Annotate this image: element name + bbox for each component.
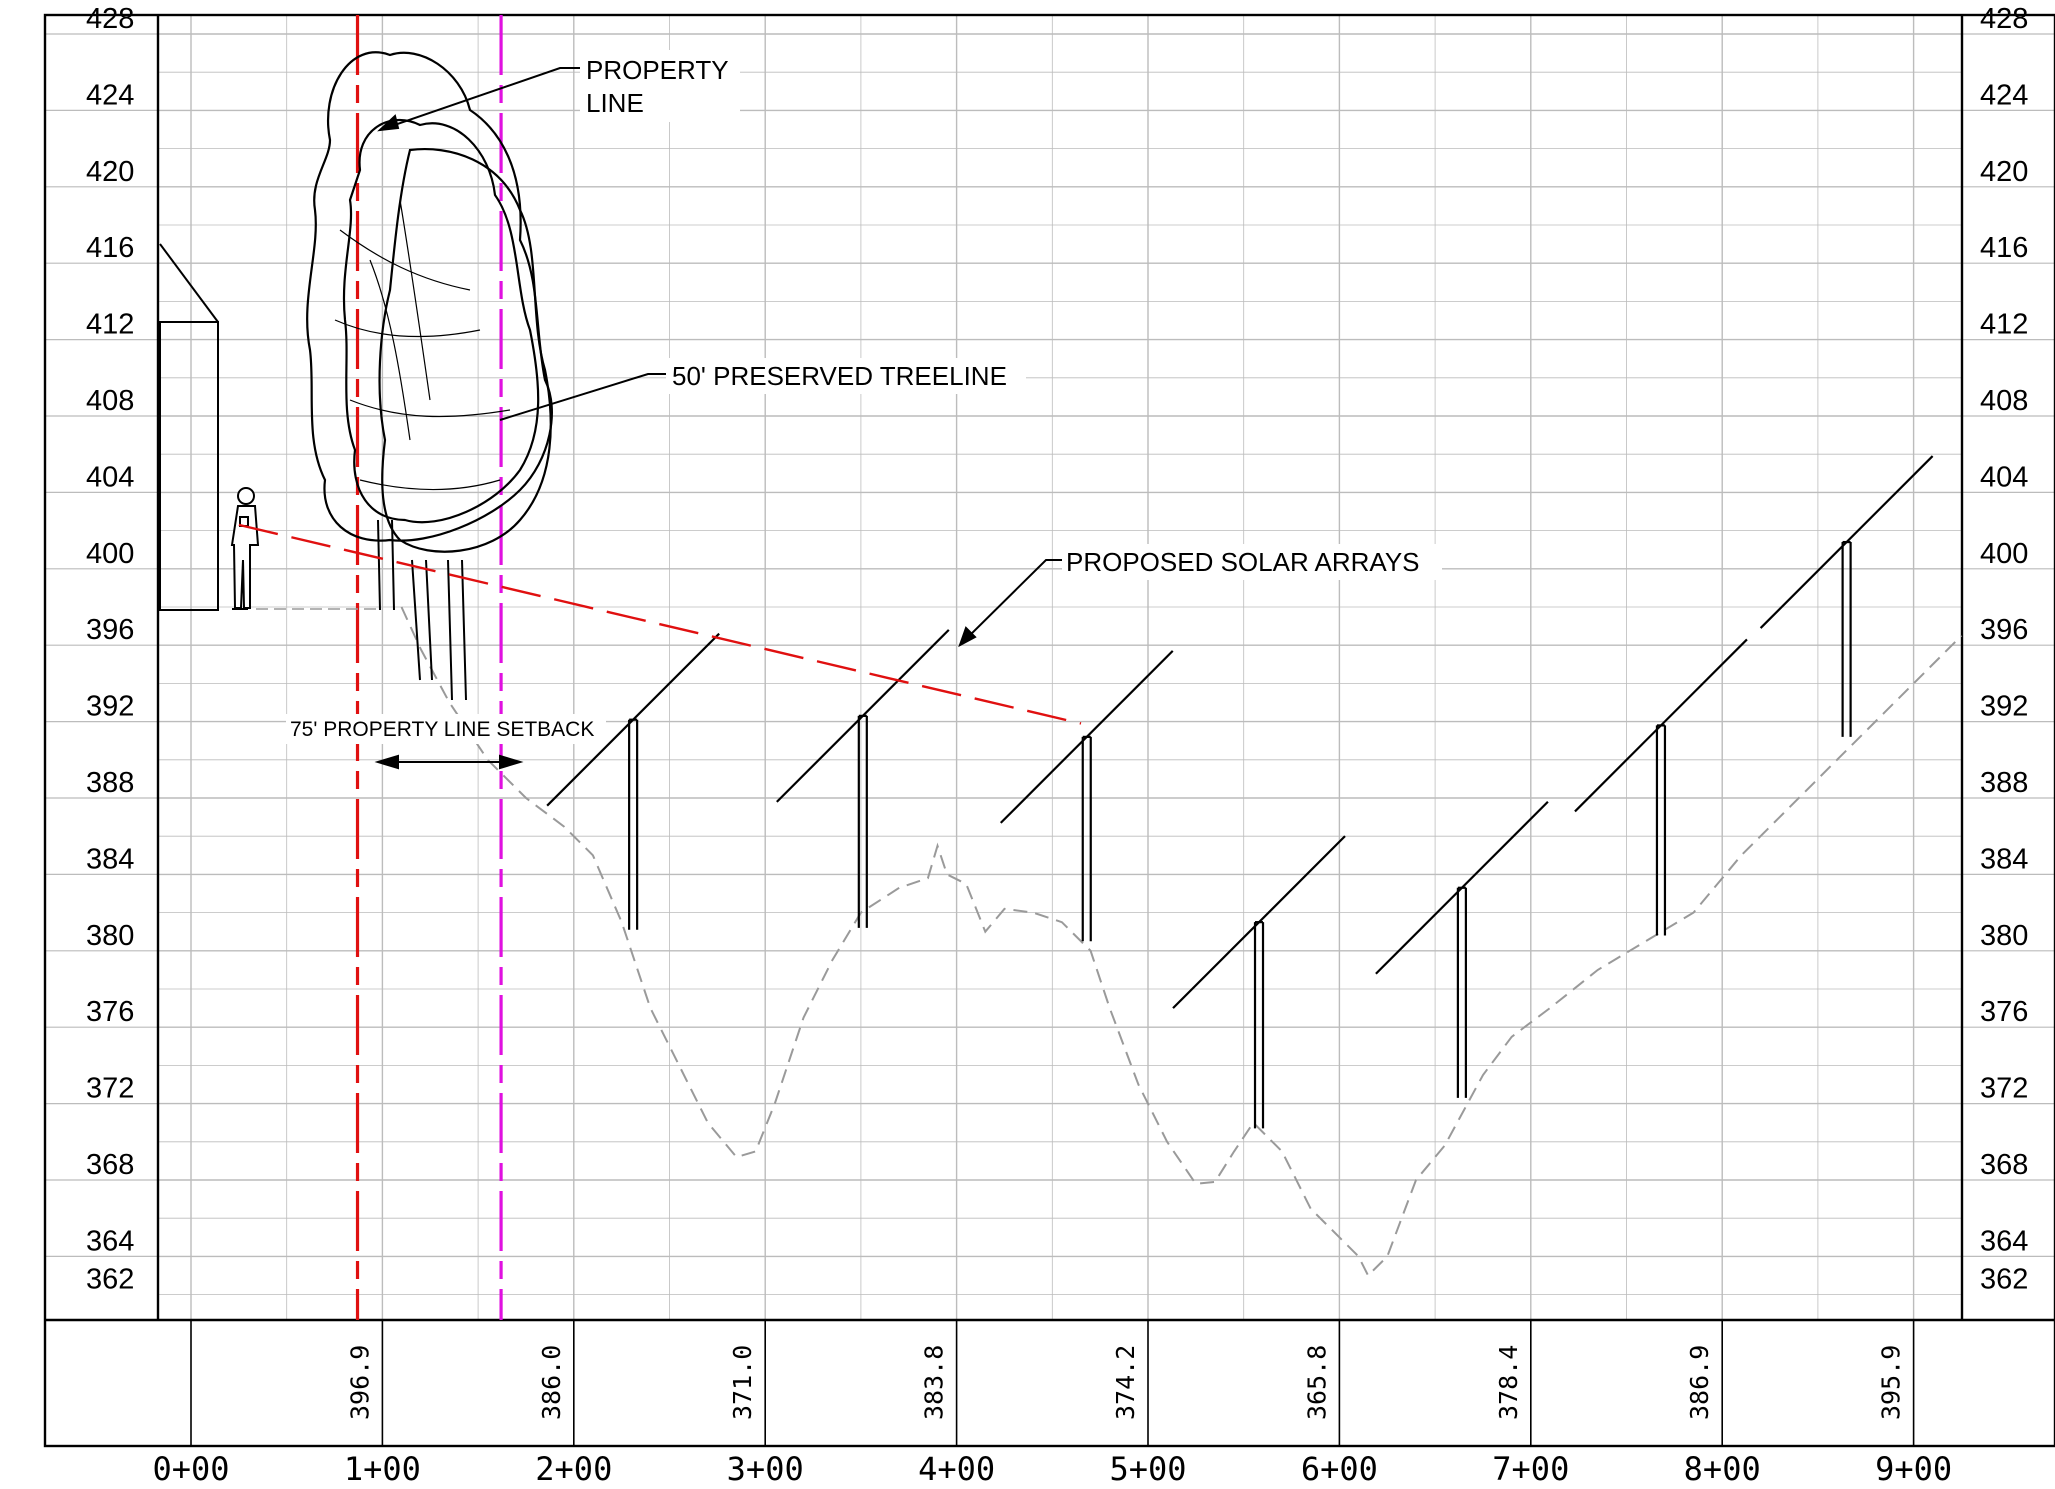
- setback-arrow-left: [374, 754, 399, 770]
- solar-arrays-leader-arrow: [958, 626, 977, 648]
- right-elevation-labels: 428 424 420 416 412 408 404 400 396 392 388 384 380 3…: [1980, 3, 2028, 1296]
- elevation-label-left: 388: [86, 767, 134, 799]
- station-label: 3+00: [727, 1450, 804, 1488]
- elevation-label-right: 384: [1980, 843, 2028, 875]
- setback-label: 75' PROPERTY LINE SETBACK: [290, 718, 594, 741]
- elevation-label-left: 384: [86, 843, 134, 875]
- annotation-leaders: [377, 67, 1064, 648]
- elevation-label-left: 412: [86, 309, 134, 341]
- treeline-label-bg: [666, 358, 1026, 394]
- grade-elevation-label: 386.0: [537, 1345, 566, 1420]
- grade-elevation-label: 396.9: [345, 1345, 374, 1420]
- grade-table-dividers: [190, 1320, 1915, 1446]
- left-elevation-labels: 428 424 420 416 412 408 404 400 396 392 388 384 380 3…: [86, 3, 134, 1296]
- elevation-label-right: 376: [1980, 996, 2028, 1028]
- elevation-label-left: 404: [86, 461, 134, 493]
- elevation-label-right: 408: [1980, 385, 2028, 417]
- solar-arrays-label-bg: [1062, 544, 1442, 580]
- property-line-leader-arrow: [377, 114, 400, 132]
- property-line-label-bg: [580, 50, 740, 122]
- existing-ground-profile: [400, 606, 1963, 1278]
- station-label: 4+00: [918, 1450, 995, 1488]
- elevation-label-right: 388: [1980, 767, 2028, 799]
- treeline-leader: [499, 373, 668, 421]
- grade-elevation-labels: 396.9 386.0 371.0 383.8 374.2 365.8 378.4 386.9…: [345, 1345, 1905, 1420]
- property-line-leader: [379, 67, 582, 131]
- elevation-label-left: 364: [86, 1225, 134, 1257]
- elevation-label-right: 396: [1980, 614, 2028, 646]
- station-label: 2+00: [535, 1450, 612, 1488]
- property-line-label-1: PROPERTY: [586, 55, 729, 85]
- elevation-label-left: 396: [86, 614, 134, 646]
- station-label: 5+00: [1109, 1450, 1186, 1488]
- elevation-label-left: 424: [86, 79, 134, 111]
- drawing-frame: [43, 13, 2055, 1448]
- person-head: [237, 487, 255, 505]
- elevation-label-left: 420: [86, 156, 134, 188]
- person-observer-icon: [230, 487, 260, 610]
- grid-lines: [45, 15, 2055, 1320]
- elevation-label-left: 408: [86, 385, 134, 417]
- solar-arrays-leader: [959, 559, 1064, 646]
- tree-canopy-back: [306, 51, 553, 542]
- building-roof-line: [159, 243, 219, 323]
- station-label: 8+00: [1684, 1450, 1761, 1488]
- grade-elevation-label: 383.8: [920, 1345, 949, 1420]
- grade-elevation-label: 378.4: [1494, 1345, 1523, 1420]
- sight-line: [238, 523, 1082, 725]
- setback-dimension: [374, 754, 524, 770]
- grade-elevation-label: 395.9: [1877, 1345, 1906, 1420]
- preserved-tree-illustration: [306, 51, 553, 701]
- elevation-label-right: 364: [1980, 1225, 2028, 1257]
- elevation-label-left: 368: [86, 1149, 134, 1181]
- elevation-label-right: 424: [1980, 79, 2028, 111]
- elevation-label-right: 416: [1980, 232, 2028, 264]
- elevation-label-right: 392: [1980, 691, 2028, 723]
- tree-canopy-front: [342, 119, 540, 524]
- elevation-label-left: 428: [86, 3, 134, 35]
- treeline-label: 50' PRESERVED TREELINE: [672, 361, 1007, 391]
- station-labels: 0+00 1+00 2+00 3+00 4+00 5+00 6+00 7+00 8+00 9+00: [152, 1450, 1952, 1488]
- station-label: 9+00: [1875, 1450, 1952, 1488]
- grade-elevation-label: 374.2: [1111, 1345, 1140, 1420]
- elevation-label-right: 428: [1980, 3, 2028, 35]
- solar-arrays-label: PROPOSED SOLAR ARRAYS: [1066, 547, 1420, 577]
- elevation-label-left: 376: [86, 996, 134, 1028]
- elevation-label-right: 372: [1980, 1073, 2028, 1105]
- elevation-label-left: 380: [86, 920, 134, 952]
- grade-elevation-label: 365.8: [1302, 1345, 1331, 1420]
- solar-arrays: [546, 455, 1934, 1129]
- tree-branch-lines: [334, 199, 511, 491]
- elevation-label-right: 368: [1980, 1149, 2028, 1181]
- tree-canopy-right: [378, 148, 552, 553]
- grade-elevation-label: 371.0: [728, 1345, 757, 1420]
- property-line-label-2: LINE: [586, 88, 644, 118]
- tree-trunks: [377, 519, 467, 701]
- person-body: [230, 505, 260, 609]
- frame-border: [43, 13, 2055, 1448]
- elevation-label-right: 362: [1980, 1264, 2028, 1296]
- elevation-label-right: 412: [1980, 309, 2028, 341]
- setback-label-bg: [286, 714, 606, 744]
- elevation-label-right: 404: [1980, 461, 2028, 493]
- elevation-label-right: 420: [1980, 156, 2028, 188]
- elevation-label-left: 392: [86, 691, 134, 723]
- elevation-label-right: 400: [1980, 538, 2028, 570]
- elevation-label-left: 416: [86, 232, 134, 264]
- station-label: 1+00: [344, 1450, 421, 1488]
- elevation-label-left: 372: [86, 1073, 134, 1105]
- building-wall: [159, 321, 219, 611]
- station-label: 6+00: [1301, 1450, 1378, 1488]
- elevation-label-right: 380: [1980, 920, 2028, 952]
- neighbor-building: [159, 243, 219, 611]
- elevation-label-left: 400: [86, 538, 134, 570]
- elevation-label-left: 362: [86, 1264, 134, 1296]
- grade-elevation-label: 386.9: [1685, 1345, 1714, 1420]
- station-label: 0+00: [152, 1450, 229, 1488]
- setback-arrow-right: [499, 754, 524, 770]
- station-label: 7+00: [1492, 1450, 1569, 1488]
